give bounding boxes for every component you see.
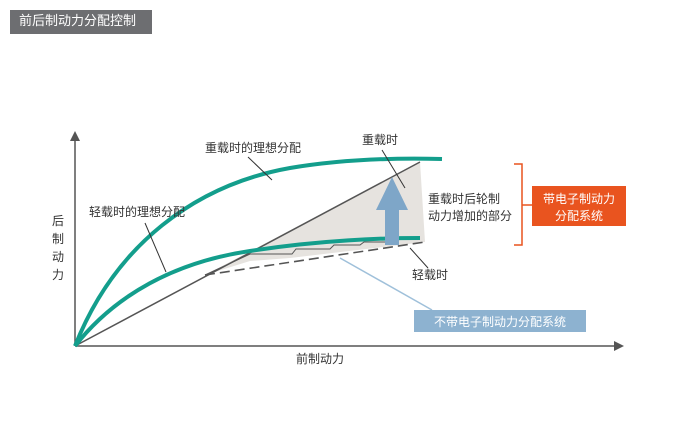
light-load-dashed-line <box>204 241 426 276</box>
label-increase-line1: 重载时后轮制 <box>428 192 500 206</box>
y-axis-label-char-3: 动 <box>52 250 64 264</box>
ebd-callout-line1: 带电子制动力 <box>543 192 615 206</box>
label-light-load: 轻载时 <box>412 268 448 282</box>
leader-light-load <box>409 247 429 269</box>
leader-heavy-ideal <box>247 156 273 181</box>
no-ebd-callout-box <box>414 310 586 332</box>
label-light-ideal: 轻载时的理想分配 <box>89 204 185 219</box>
heavy-load-line <box>74 161 421 347</box>
y-axis-label-char-2: 制 <box>52 232 64 246</box>
leader-heavy-load <box>381 149 406 189</box>
y-axis-label-char-4: 力 <box>52 268 64 282</box>
light-ideal-curve <box>73 236 421 348</box>
increase-bracket <box>514 163 523 246</box>
leader-no-ebd <box>339 257 433 311</box>
increase-up-arrow <box>376 177 408 245</box>
no-ebd-callout-text: 不带电子制动力分配系统 <box>434 315 566 329</box>
x-axis-label: 前制动力 <box>296 351 344 366</box>
label-heavy-ideal: 重载时的理想分配 <box>205 140 301 155</box>
leader-light-ideal <box>144 222 167 273</box>
ebd-callout-box <box>532 186 626 226</box>
label-increase-line2: 动力增加的部分 <box>428 208 512 223</box>
section-title-tag: 前后制动力分配控制 <box>10 10 152 34</box>
y-axis-label-char-1: 后 <box>52 214 64 228</box>
ebd-stepped-line <box>204 241 390 276</box>
label-heavy-load: 重载时 <box>362 133 398 147</box>
ebd-callout-line2: 分配系统 <box>555 209 603 223</box>
heavy-ideal-curve <box>73 156 443 347</box>
